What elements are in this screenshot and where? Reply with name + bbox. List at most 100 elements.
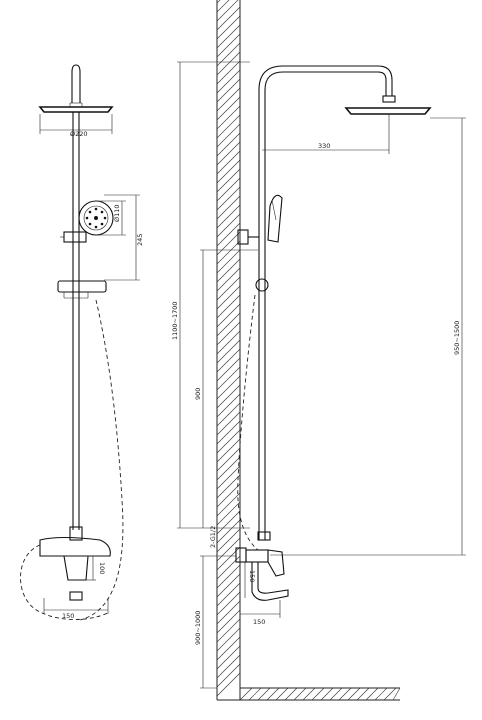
wall-hatch-line bbox=[216, 105, 241, 130]
floor-hatch-line bbox=[338, 687, 352, 701]
mixer-spacing-label: 150 bbox=[62, 612, 74, 620]
wall-hatch-line bbox=[216, 384, 241, 409]
wall-hatch-line bbox=[216, 78, 241, 103]
wall-hatch-line bbox=[216, 114, 241, 139]
wall-hatch-line bbox=[216, 528, 241, 553]
wall-hatch-line bbox=[216, 51, 241, 76]
slider-travel-label: 900 bbox=[194, 388, 202, 400]
wall-hatch-line bbox=[216, 366, 241, 391]
wall-hatch-line bbox=[216, 429, 241, 454]
floor-hatch-line bbox=[329, 687, 343, 701]
floor-hatch-line bbox=[275, 687, 289, 701]
front-shower-head bbox=[38, 106, 114, 113]
wall-hatch-line bbox=[216, 465, 241, 490]
wall-hatch-line bbox=[216, 141, 241, 166]
side-arm-inner bbox=[264, 71, 387, 96]
wall-hatch-line bbox=[216, 447, 241, 472]
pipe-size-label: 2-G1/2 bbox=[209, 526, 217, 548]
wall-hatch-line bbox=[216, 222, 241, 247]
floor-hatch-line bbox=[347, 687, 361, 701]
side-view: 330 900 950~1500 2-G1/2 150 150 bbox=[194, 65, 466, 689]
wall-hatch-line bbox=[216, 555, 241, 580]
front-slider bbox=[57, 280, 107, 293]
wall-hatch-line bbox=[216, 159, 241, 184]
head-height-range-label: 950~1500 bbox=[453, 321, 461, 355]
side-spout bbox=[251, 562, 289, 601]
wall-hatch-line bbox=[216, 456, 241, 481]
head-projection-label: 330 bbox=[318, 142, 330, 150]
wall-hatch-line bbox=[216, 474, 241, 499]
hand-to-slider-label: 245 bbox=[136, 234, 144, 246]
wall-hatch-line bbox=[216, 339, 241, 364]
wall-hatch-line bbox=[216, 492, 241, 517]
wall-hatch-line bbox=[216, 204, 241, 229]
floor-hatch-line bbox=[365, 687, 379, 701]
side-wall-plate bbox=[235, 547, 247, 563]
wall-hatch-line bbox=[216, 132, 241, 157]
floor-hatch-line bbox=[320, 687, 334, 701]
wall-hatch-line bbox=[216, 87, 241, 112]
floor-hatch-line bbox=[383, 687, 397, 701]
floor-hatch-line bbox=[257, 687, 271, 701]
side-hose bbox=[237, 294, 259, 551]
floor-to-mixer-label: 900~1000 bbox=[194, 611, 202, 645]
floor-hatch-line bbox=[284, 687, 298, 701]
wall-hatch-line bbox=[216, 150, 241, 175]
floor-hatch-line bbox=[266, 687, 280, 701]
wall-hatch-line bbox=[216, 636, 241, 661]
wall-hatch-line bbox=[216, 0, 239, 22]
wall-hatch-line bbox=[216, 6, 241, 31]
wall-hatch-line bbox=[216, 33, 241, 58]
mixer-front-label: 100 bbox=[98, 562, 106, 574]
front-mixer-body bbox=[39, 536, 111, 557]
front-view: Ø220 Ø110 245 bbox=[20, 64, 144, 621]
wall-hatch-line bbox=[216, 69, 241, 94]
wall-hatch-line bbox=[216, 195, 241, 220]
wall-hatch-line bbox=[216, 312, 241, 337]
front-top-riser bbox=[71, 64, 81, 103]
wall-hatch-line bbox=[216, 519, 241, 544]
wall-hatch-line bbox=[216, 510, 241, 535]
spout-projection-label: 150 bbox=[253, 618, 265, 626]
wall-hatch-line bbox=[216, 573, 241, 598]
wall-hatch-line bbox=[216, 438, 241, 463]
floor-hatch-line bbox=[248, 687, 262, 701]
wall-hatch-line bbox=[216, 663, 241, 688]
side-hand-shower bbox=[267, 194, 283, 243]
wall-hatch-line bbox=[216, 177, 241, 202]
wall-hatch-line bbox=[216, 627, 241, 652]
wall-hatch-line bbox=[216, 213, 241, 238]
front-mixer-spout bbox=[63, 555, 89, 581]
wall-hatch-line bbox=[216, 402, 241, 427]
wall-hatch-line bbox=[216, 330, 241, 355]
wall-hatch-line bbox=[216, 321, 241, 346]
floor-hatch-line bbox=[392, 687, 401, 701]
floor-hatch-line bbox=[356, 687, 370, 701]
wall-hatch-line bbox=[216, 600, 241, 625]
wall-hatch-line bbox=[216, 168, 241, 193]
wall-hatch-line bbox=[216, 501, 241, 526]
wall-hatch-line bbox=[216, 186, 241, 211]
wall-hatch-line bbox=[216, 411, 241, 436]
wall-hatch-line bbox=[216, 294, 241, 319]
side-arm-outer bbox=[258, 65, 393, 96]
rail-height-dimension: 1100~1700 bbox=[171, 61, 250, 529]
wall-hatch-line bbox=[216, 618, 241, 643]
side-shower-head bbox=[344, 107, 432, 115]
side-mixer-lever bbox=[267, 549, 285, 577]
wall-hatch-line bbox=[216, 357, 241, 382]
wall-hatch-line bbox=[216, 546, 241, 571]
front-hand-holder bbox=[63, 231, 87, 243]
wall-hatch-line bbox=[216, 672, 241, 697]
wall-hatch-line bbox=[216, 375, 241, 400]
wall-hatch-line bbox=[216, 591, 241, 616]
wall bbox=[216, 0, 401, 701]
floor-hatch-line bbox=[239, 687, 253, 701]
wall-hatch-line bbox=[216, 609, 241, 634]
wall-hatch-line bbox=[216, 276, 241, 301]
wall-hatch-line bbox=[216, 123, 241, 148]
wall-hatch-line bbox=[216, 285, 241, 310]
wall-hatch-line bbox=[216, 537, 241, 562]
wall-hatch-line bbox=[216, 483, 241, 508]
